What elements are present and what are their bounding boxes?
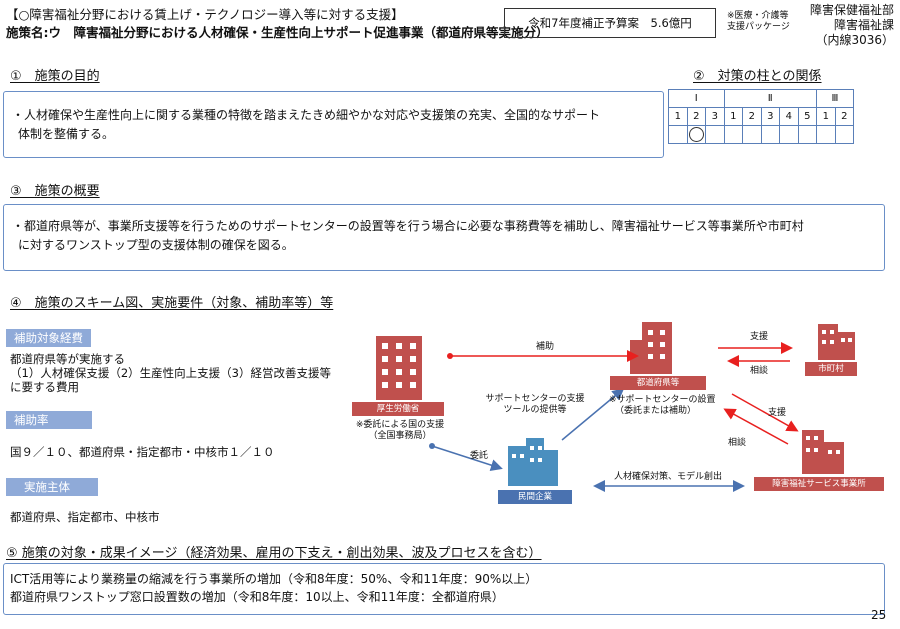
pillar-mark-cell [686,125,706,144]
rate-text: 国９／１０、都道府県・指定都市・中核市１／１０ [10,445,275,459]
rate-tag: 補助率 [6,411,92,429]
prefecture-note: ※サポートセンターの設置 （委託または補助） [609,395,716,417]
prefecture-note-line2: （委託または補助） [615,406,697,416]
pillar-num: 5 [797,107,817,126]
pillar-mark-cell [816,125,836,144]
private-company-building-icon [508,438,558,486]
consign-arrow [431,445,503,471]
pillar-table: Ⅰ Ⅱ Ⅲ 1 2 3 1 2 3 4 5 1 2 [668,89,854,144]
provider-label: 障害福祉サービス事業所 [754,477,884,491]
section1-title: ① 施策の目的 [10,69,100,84]
pillar-mark-cell [797,125,817,144]
prefecture-note-line1: ※サポートセンターの設置 [609,395,716,405]
pillar-mark-cell [742,125,762,144]
page-number: 25 [871,608,887,622]
consult-label-1: 相談 [750,366,769,376]
section1-body-line1: ・人材確保や生産性向上に関する業種の特徴を踏まえたきめ細やかな対応や支援策の充実… [12,108,601,122]
pillar-group-1: Ⅰ [668,89,725,108]
scheme-diagram [376,322,855,492]
pillar-mark-cell [723,125,743,144]
section5-box: ICT活用等により業務量の縮減を行う事業所の増加（令和8年度：50%、令和11年… [3,563,885,615]
pillar-num: 1 [816,107,836,126]
pillar-num: 3 [760,107,780,126]
mhlw-note-line2: （全国事務局） [368,431,432,441]
section5-line2: 都道府県ワンストップ窓口設置数の増加（令和8年度：10以上、令和11年度：全都道… [10,590,504,604]
department-line3: （内線3036） [815,33,894,47]
package-note-line1: ※医療・介護等 [727,11,789,21]
section2-title: ② 対策の柱との関係 [693,69,822,84]
support-label-1: 支援 [750,332,769,342]
private-company-label: 民間企業 [498,490,572,504]
expense-line1: 都道府県等が実施する [10,352,125,366]
section3-box: ・都道府県等が、事業所支援等を行うためのサポートセンターの設置等を行う場合に必要… [3,204,885,271]
consign-label: 委託 [470,451,489,461]
support-tools-line2: ツールの提供等 [503,405,567,415]
expense-line3: に要する費用 [10,380,79,394]
tools-arrow [561,388,625,441]
expense-line2: （1）人材確保支援（2）生産性向上支援（3）経営改善支援等 [10,366,331,380]
expense-text: 都道府県等が実施する （1）人材確保支援（2）生産性向上支援（3）経営改善支援等… [10,352,331,394]
municipality-label: 市町村 [805,362,857,376]
header-title: 【○障害福祉分野における賃上げ・テクノロジー導入等に対する支援】 [6,7,404,22]
package-note: ※医療・介護等 支援パッケージ [727,11,790,33]
section3-title: ③ 施策の概要 [10,184,100,199]
municipality-building-icon [818,324,855,360]
implementer-text: 都道府県、指定都市、中核市 [10,510,160,524]
hr-measures-label: 人材確保対策、モデル創出 [614,472,723,482]
budget-box: 令和7年度補正予算案 5.6億円 [504,8,716,38]
section4-title: ④ 施策のスキーム図、実施要件（対象、補助率等）等 [10,296,334,311]
package-note-line2: 支援パッケージ [727,22,790,32]
prefecture-label: 都道府県等 [610,376,706,390]
support-tools-line1: サポートセンターの支援 [485,394,585,404]
expense-tag: 補助対象経費 [6,329,91,347]
department: 障害保健福祉部 障害福祉課 （内線3036） [790,3,894,48]
pillar-num: 2 [742,107,762,126]
pillar-num: 2 [686,107,706,126]
department-line2: 障害福祉課 [833,18,894,32]
section3-body-line2: に対するワンストップ型の支援体制の確保を図る。 [18,238,294,252]
pillar-group-2: Ⅱ [723,89,817,108]
section5-line1: ICT活用等により業務量の縮減を行う事業所の増加（令和8年度：50%、令和11年… [10,572,538,586]
department-line1: 障害保健福祉部 [809,3,894,17]
section1-body-line2: 体制を整備する。 [18,127,115,141]
support-label-2: 支援 [768,408,787,418]
mhlw-note-line1: ※委託による国の支援 [355,420,445,430]
pillar-num: 4 [779,107,799,126]
mhlw-building-icon [376,336,422,400]
measure-name: 施策名:ウ 障害福祉分野における人材確保・生産性向上サポート促進事業（都道府県等… [6,25,549,40]
pillar-mark-cell [760,125,780,144]
pillar-group-3: Ⅲ [816,89,854,108]
section3-body-line1: ・都道府県等が、事業所支援等を行うためのサポートセンターの設置等を行う場合に必要… [12,219,804,233]
pillar-mark-cell [834,125,854,144]
pillar-mark-cell [705,125,725,144]
selected-circle-icon [688,127,704,142]
provider-building-icon [802,430,844,474]
consult-label-2: 相談 [728,438,747,448]
section1-box: ・人材確保や生産性向上に関する業種の特徴を踏まえたきめ細やかな対応や支援策の充実… [3,91,664,158]
pillar-num: 2 [834,107,854,126]
subsidy-label: 補助 [536,342,555,352]
support-tools-label: サポートセンターの支援 ツールの提供等 [480,394,590,416]
pillar-num: 3 [705,107,725,126]
support-arrow-provider [731,393,799,432]
pillar-mark-cell [779,125,799,144]
pillar-num: 1 [668,107,688,126]
pillar-num: 1 [723,107,743,126]
section5-title: ⑤ 施策の対象・成果イメージ（経済効果、雇用の下支え・創出効果、波及プロセスを含… [6,546,542,561]
pillar-mark-cell [668,125,688,144]
implementer-tag: 実施主体 [6,478,98,496]
mhlw-note: ※委託による国の支援 （全国事務局） [348,420,452,442]
mhlw-label: 厚生労働省 [352,402,444,416]
consult-arrow-provider [723,408,789,445]
prefecture-building-icon [630,322,672,374]
